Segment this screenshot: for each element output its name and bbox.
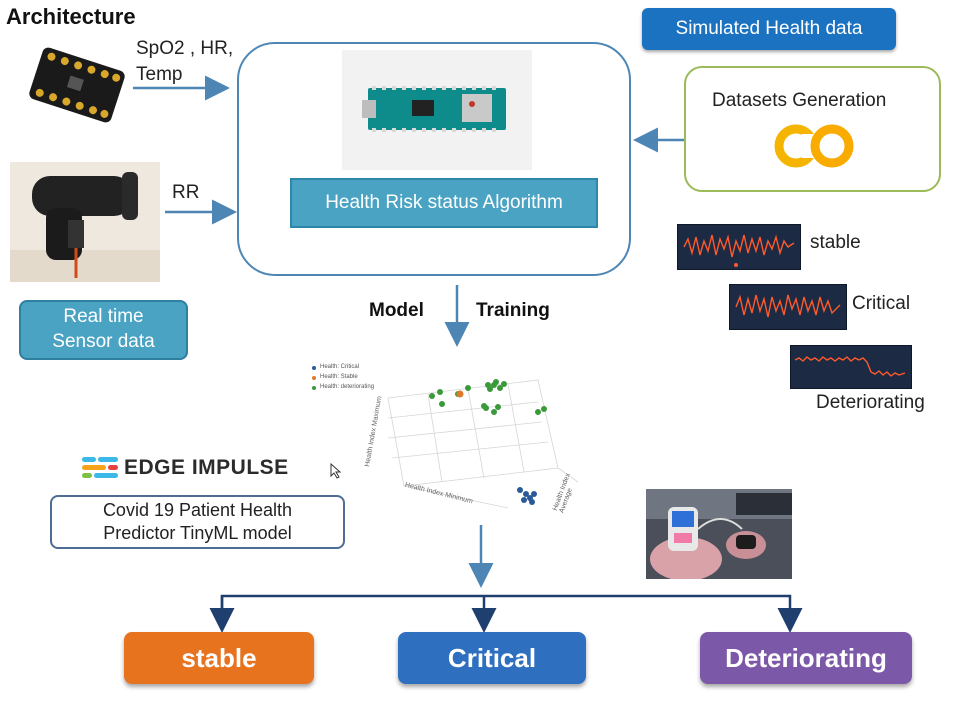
sensor2-label: RR xyxy=(172,182,200,203)
edge-impulse-brand: EDGE IMPULSE xyxy=(124,456,289,479)
realtime-line1: Real time xyxy=(63,306,144,328)
output-stable-box: stable xyxy=(124,632,314,684)
health-risk-algorithm-box: Health Risk status Algorithm xyxy=(290,178,598,228)
edge-impulse-logo-icon xyxy=(82,457,118,478)
datasets-generation-label: Datasets Generation xyxy=(712,90,887,111)
output-deteriorating-box: Deteriorating xyxy=(700,632,912,684)
plot-legend-deteriorating: Health: deteriorating xyxy=(320,384,375,390)
sample-label-critical: Critical xyxy=(852,293,911,314)
sample-label-stable: stable xyxy=(810,232,861,253)
datasets-generation-box xyxy=(684,66,941,192)
model-label: Model xyxy=(369,300,424,321)
training-label: Training xyxy=(476,300,550,321)
central-processing-box xyxy=(237,42,631,276)
scatter-plot-3d: Health: Critical Health: Stable Health: … xyxy=(308,358,588,524)
realtime-line2: Sensor data xyxy=(52,331,155,352)
pulse-oximeter-sensor-image xyxy=(29,47,125,123)
plot-legend-critical: Health: Critical xyxy=(320,364,360,370)
sample-label-deteriorating: Deteriorating xyxy=(816,392,925,413)
plot-legend-stable: Health: Stable xyxy=(320,374,358,380)
colab-logo xyxy=(774,124,854,168)
tinyml-model-line2: Predictor TinyML model xyxy=(103,523,292,543)
cursor-icon xyxy=(330,463,342,479)
page-title: Architecture xyxy=(6,4,136,29)
arduino-board-image xyxy=(342,50,532,170)
simulated-health-data-button: Simulated Health data xyxy=(642,8,896,50)
wearable-device-photo xyxy=(646,489,792,579)
realtime-sensor-data-box: Real time Sensor data xyxy=(19,300,188,360)
critical-sample-chart-image xyxy=(729,284,847,330)
stable-sample-chart-image xyxy=(677,224,801,270)
tinyml-model-line1: Covid 19 Patient Health xyxy=(102,499,293,520)
sensor1-label-line2: Temp xyxy=(136,64,183,85)
output-tree xyxy=(220,594,803,633)
output-critical-box: Critical xyxy=(398,632,586,684)
sensor1-label-line1: SpO2 , HR, xyxy=(136,38,234,59)
tinyml-model-box: Covid 19 Patient Health Predictor TinyML… xyxy=(50,495,345,549)
respiration-belt-sensor-image xyxy=(10,162,160,282)
deteriorating-sample-chart-image xyxy=(790,345,912,389)
